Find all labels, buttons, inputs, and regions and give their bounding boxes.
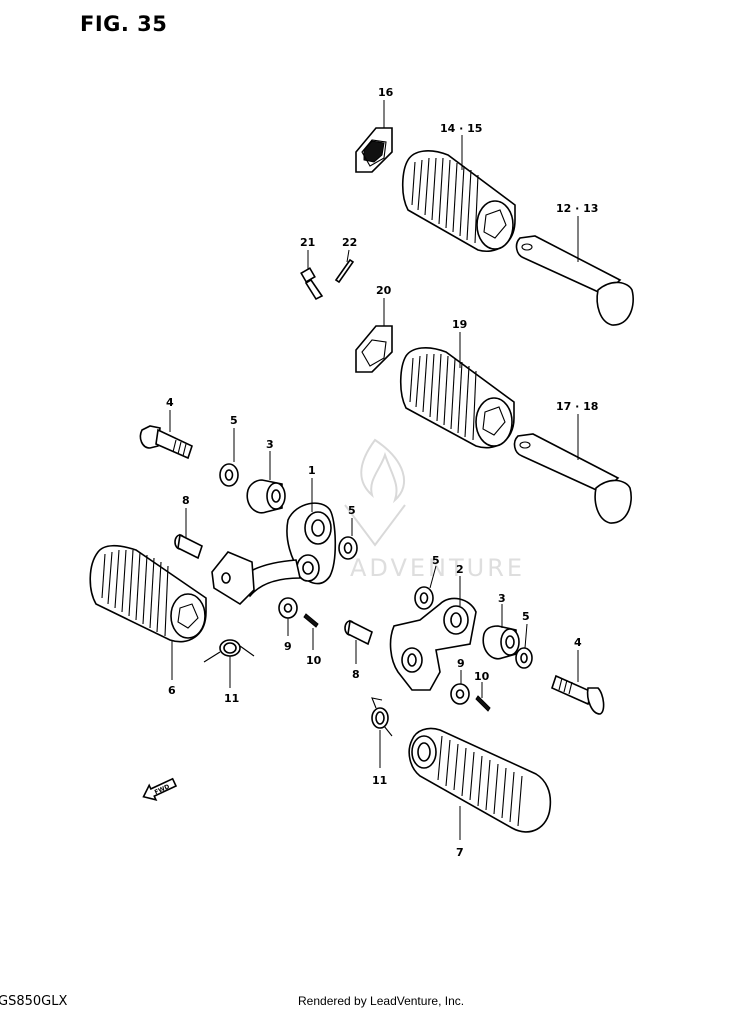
callout-5-left: 5 <box>230 414 238 427</box>
callout-9-right: 9 <box>457 657 465 670</box>
figure-title: FIG. 35 <box>80 12 168 36</box>
leader-22 <box>346 249 350 263</box>
part-8-pin-mid <box>344 619 373 646</box>
leader-5-right <box>524 623 528 649</box>
part-3-bushing-left <box>246 479 286 514</box>
part-4-bolt-left <box>139 425 193 460</box>
watermark-icon <box>344 438 406 547</box>
callout-20: 20 <box>376 284 392 297</box>
callout-16: 16 <box>378 86 394 99</box>
part-20-gasket <box>355 325 393 373</box>
callout-10-left: 10 <box>306 654 322 667</box>
callout-11-bottom: 11 <box>372 774 387 787</box>
part-4-bolt-right <box>551 674 605 715</box>
callout-5-right: 5 <box>522 610 530 623</box>
part-12-13-footpeg-pin <box>515 235 634 326</box>
part-9-washer-left <box>278 597 298 619</box>
callout-1: 1 <box>308 464 316 477</box>
callout-2: 2 <box>456 563 464 576</box>
callout-3-left: 3 <box>266 438 274 451</box>
part-5-washer-right-top <box>414 586 434 610</box>
part-21-bolt <box>300 267 324 301</box>
leader-5-right-top <box>429 565 437 589</box>
part-11-spring-right <box>371 697 393 737</box>
part-10-cotter-pin-left <box>303 613 319 628</box>
callout-14-15: 14 · 15 <box>440 122 482 135</box>
part-2-footrest-bracket-right <box>389 597 477 691</box>
callout-6: 6 <box>168 684 176 697</box>
part-22-spring-pin <box>334 258 355 284</box>
forward-arrow-icon: FWD <box>142 777 178 801</box>
callout-7: 7 <box>456 846 464 859</box>
callout-19: 19 <box>452 318 467 331</box>
part-19-footpeg-rubber <box>399 347 515 449</box>
part-8-pin-left <box>174 533 203 560</box>
watermark-text: ADVENTURE <box>350 554 525 582</box>
part-16-gasket <box>355 127 393 173</box>
part-7-footpeg-rubber-right <box>408 727 552 833</box>
render-credit: Rendered by LeadVenture, Inc. <box>298 994 465 1008</box>
callout-5-mid: 5 <box>348 504 356 517</box>
callout-4-left: 4 <box>166 396 174 409</box>
part-14-15-footpeg-rubber <box>401 150 516 252</box>
part-6-footpeg-rubber-left <box>89 544 207 643</box>
part-5-washer-right <box>515 647 533 669</box>
model-code: GS850GLX <box>0 994 68 1009</box>
part-17-18-footpeg-pin <box>513 433 632 524</box>
callout-4-right: 4 <box>574 636 582 649</box>
part-5-washer-left <box>219 463 239 487</box>
callout-10-right: 10 <box>474 670 490 683</box>
part-9-washer-right <box>450 683 470 705</box>
callout-21: 21 <box>300 236 315 249</box>
callout-12-13: 12 · 13 <box>556 202 598 215</box>
callout-11-left: 11 <box>224 692 239 705</box>
part-11-spring-left <box>203 639 255 663</box>
callout-8-mid: 8 <box>352 668 360 681</box>
callout-22: 22 <box>342 236 357 249</box>
part-1-footrest-bracket <box>211 502 337 606</box>
part-10-cotter-pin-right <box>475 695 491 712</box>
callout-9-left: 9 <box>284 640 292 653</box>
callout-8-left: 8 <box>182 494 190 507</box>
callout-3-right: 3 <box>498 592 506 605</box>
fwd-label: FWD <box>154 783 171 796</box>
callout-5-right-top: 5 <box>432 554 440 567</box>
part-3-bushing-right <box>482 625 520 660</box>
callout-17-18: 17 · 18 <box>556 400 598 413</box>
part-5-washer-mid <box>338 536 358 560</box>
